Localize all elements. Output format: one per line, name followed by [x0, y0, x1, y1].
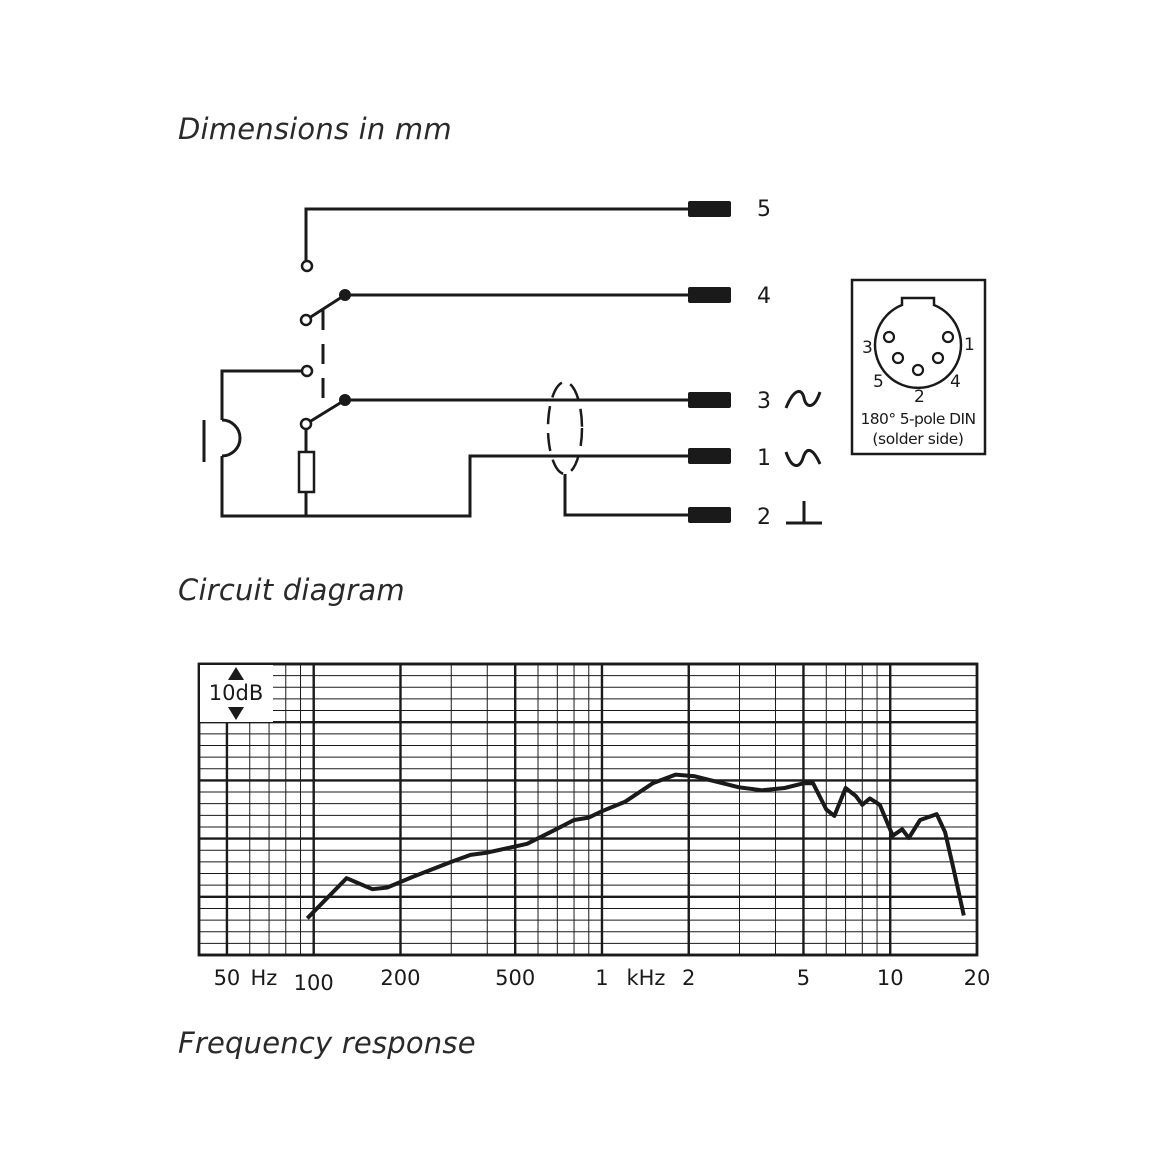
scale-label: 10dB [209, 681, 263, 705]
plug-pin1 [688, 448, 731, 464]
din-number-3: 3 [862, 338, 873, 358]
circuit-diagram: 5 4 3 1 2 3 1 5 2 4 180° 5-pole DIN (sol… [202, 197, 987, 530]
microphone-capsule [221, 418, 242, 458]
plug-pin3 [688, 392, 731, 408]
din-pin-hole [941, 330, 955, 344]
circuit-caption: Circuit diagram [178, 573, 405, 607]
switch-blade [305, 398, 346, 426]
din-number-2: 2 [914, 387, 925, 407]
dimensions-caption: Dimensions in mm [178, 112, 452, 146]
chart-grid [197, 662, 979, 957]
x-tick-label: 500 [495, 966, 535, 990]
pin-label-1: 1 [757, 446, 771, 471]
x-tick-label: 50 [214, 966, 241, 990]
wire-mic-top [220, 369, 302, 420]
frequency-response-chart: 50 100 200 500 1 2 5 10 20 Hz kHz 10dB [197, 662, 991, 995]
contact-terminal [299, 417, 313, 431]
din-number-4: 4 [950, 372, 961, 392]
resistor [297, 450, 316, 494]
wire-shield-ground [563, 474, 690, 517]
x-tick-label: 2 [682, 966, 695, 990]
din-type-label: 180° 5-pole DIN [861, 410, 976, 428]
x-tick-label: 20 [964, 966, 991, 990]
x-unit-label: Hz [251, 966, 278, 990]
response-curve [305, 772, 966, 920]
din-number-5: 5 [873, 372, 884, 392]
signal-phase-symbol [784, 390, 822, 409]
contact-terminal [299, 313, 313, 327]
x-tick-label: 1 [595, 966, 608, 990]
x-tick-label: 200 [380, 966, 420, 990]
arrow-up-icon [228, 667, 244, 680]
din-connector-diagram: 3 1 5 2 4 180° 5-pole DIN (solder side) [850, 278, 987, 456]
x-unit-label: kHz [626, 966, 665, 990]
din-side-label: (solder side) [872, 430, 963, 448]
ground-symbol [786, 501, 822, 525]
din-pin-hole [911, 363, 925, 377]
wire-mic-bottom [220, 454, 690, 518]
arrow-down-icon [228, 707, 244, 720]
contact-terminal [300, 259, 314, 273]
plug-pin4 [688, 287, 731, 303]
din-number-1: 1 [964, 335, 975, 355]
x-tick-label: 100 [294, 971, 334, 995]
din-pin-hole [931, 351, 945, 365]
wire-pin5 [304, 207, 690, 262]
pin-label-4: 4 [757, 284, 771, 309]
pin-label-5: 5 [757, 197, 771, 222]
cable-shield [546, 380, 584, 476]
signal-inverse-phase-symbol [784, 449, 822, 467]
scale-indicator: 10dB [200, 665, 273, 722]
pin-label-3: 3 [757, 389, 771, 414]
din-frame [850, 278, 987, 456]
connector-plugs [688, 201, 731, 523]
din-pin-hole [891, 351, 905, 365]
din-pin-hole [882, 330, 896, 344]
plug-pin2 [688, 507, 731, 523]
chart-frame [197, 662, 979, 957]
x-tick-label: 10 [877, 966, 904, 990]
frequency-caption: Frequency response [178, 1026, 476, 1060]
switch-blade [305, 293, 346, 322]
pin-label-2: 2 [757, 505, 771, 530]
plug-pin5 [688, 201, 731, 217]
contact-terminal [300, 364, 314, 378]
x-tick-label: 5 [797, 966, 810, 990]
din-socket-outline [873, 296, 963, 390]
x-axis-ticks: 50 100 200 500 1 2 5 10 20 Hz kHz [214, 966, 991, 995]
